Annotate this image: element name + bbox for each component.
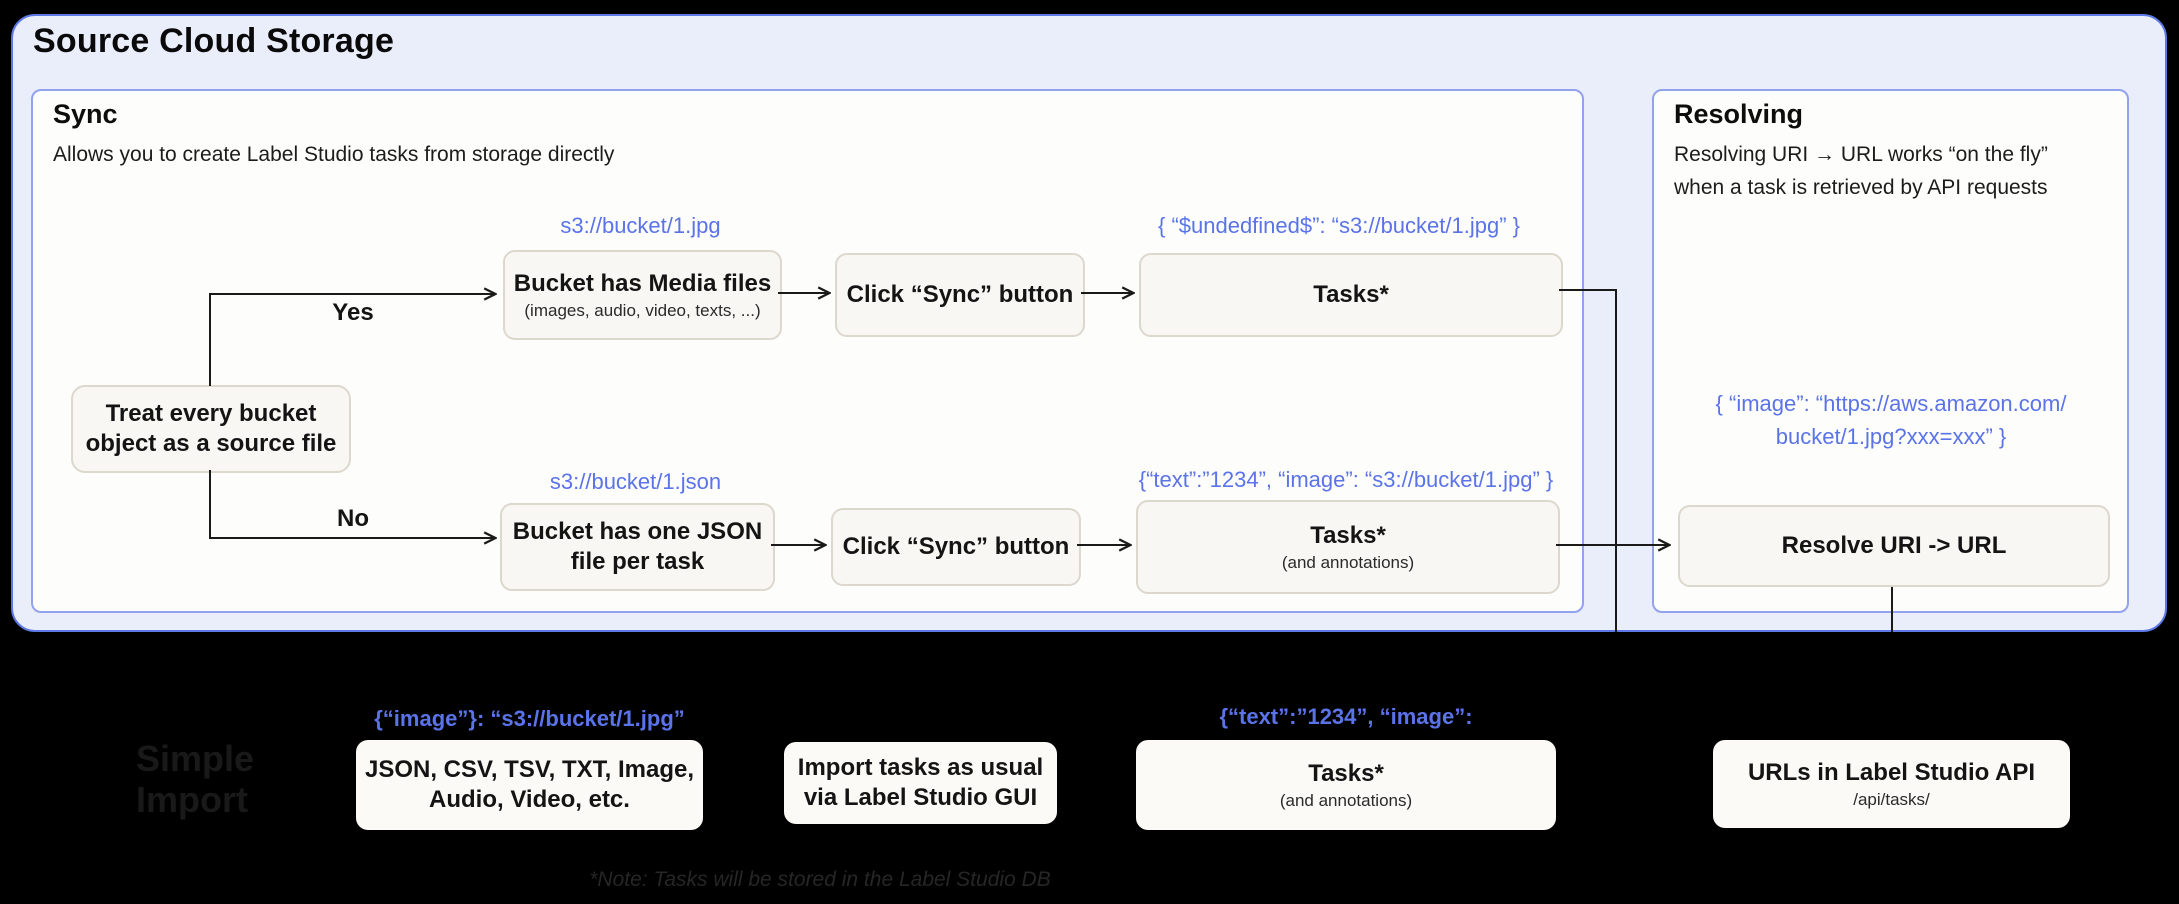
sync-panel: Sync Allows you to create Label Studio t… bbox=[31, 89, 1584, 613]
row1-click-sync-box: Click “Sync” button bbox=[835, 253, 1085, 337]
resolve-uri-box: Resolve URI -> URL bbox=[1678, 505, 2110, 587]
import-gui-box: Import tasks as usual via Label Studio G… bbox=[784, 742, 1057, 824]
row2-json-label: {“text”:”1234”, “image”: “s3://bucket/1.… bbox=[1138, 467, 1554, 492]
bottom-tasks-box: Tasks* (and annotations) bbox=[1136, 740, 1556, 830]
decision-box: Treat every bucket object as a source fi… bbox=[71, 385, 351, 473]
footnote: *Note: Tasks will be stored in the Label… bbox=[589, 868, 1051, 891]
row2-bucket-json-title: Bucket has one JSON file per task bbox=[512, 518, 763, 575]
source-cloud-storage-container: Source Cloud Storage Sync Allows you to … bbox=[11, 14, 2167, 632]
bottom-tasks-label: Tasks* bbox=[1308, 760, 1384, 787]
row1-json-label: { “$undedfined$”: “s3://bucket/1.jpg” } bbox=[1157, 213, 1520, 238]
row1-tasks-label: Tasks* bbox=[1313, 281, 1389, 308]
import-gui-label: Import tasks as usual via Label Studio G… bbox=[797, 754, 1044, 811]
no-branch-label: No bbox=[337, 505, 369, 532]
resolving-subtitle: Resolving URI → URL works “on the fly” w… bbox=[1674, 143, 2048, 199]
row2-tasks-label: Tasks* bbox=[1310, 522, 1386, 549]
api-urls-sub: /api/tasks/ bbox=[1853, 790, 1930, 809]
row1-bucket-media-title: Bucket has Media files bbox=[513, 270, 772, 297]
resolve-uri-label: Resolve URI -> URL bbox=[1781, 532, 2007, 559]
row2-bucket-json-box: Bucket has one JSON file per task bbox=[500, 503, 775, 591]
formats-box: JSON, CSV, TSV, TXT, Image, Audio, Video… bbox=[356, 740, 703, 830]
resolving-title: Resolving bbox=[1674, 99, 1804, 129]
row2-uri-label: s3://bucket/1.json bbox=[549, 469, 722, 494]
api-urls-label: URLs in Label Studio API bbox=[1747, 759, 2036, 786]
sync-subtitle: Allows you to create Label Studio tasks … bbox=[53, 143, 615, 166]
decision-box-label: Treat every bucket object as a source fi… bbox=[85, 400, 337, 457]
formats-json-label: {“image”}: “s3://bucket/1.jpg” bbox=[374, 706, 685, 731]
api-urls-box: URLs in Label Studio API /api/tasks/ bbox=[1713, 740, 2070, 828]
resolving-json-label: { “image”: “https://aws.amazon.com/ buck… bbox=[1715, 391, 2067, 449]
bottom-tasks-sub: (and annotations) bbox=[1279, 791, 1413, 810]
row1-uri-label: s3://bucket/1.jpg bbox=[560, 213, 721, 238]
row2-click-sync-box: Click “Sync” button bbox=[831, 508, 1081, 586]
row1-tasks-box: Tasks* bbox=[1139, 253, 1563, 337]
row1-bucket-media-sub: (images, audio, video, texts, ...) bbox=[524, 301, 761, 320]
row2-click-sync-label: Click “Sync” button bbox=[842, 533, 1070, 560]
row2-tasks-sub: (and annotations) bbox=[1281, 553, 1415, 572]
row1-click-sync-label: Click “Sync” button bbox=[846, 281, 1074, 308]
yes-branch-label: Yes bbox=[332, 299, 374, 326]
sync-title: Sync bbox=[53, 99, 118, 129]
row2-tasks-box: Tasks* (and annotations) bbox=[1136, 500, 1560, 594]
resolving-panel: Resolving Resolving URI → URL works “on … bbox=[1652, 89, 2129, 613]
page-title: Source Cloud Storage bbox=[33, 22, 395, 60]
formats-box-label: JSON, CSV, TSV, TXT, Image, Audio, Video… bbox=[364, 756, 694, 813]
row1-bucket-media-box: Bucket has Media files (images, audio, v… bbox=[503, 250, 782, 340]
simple-import-heading: Simple Import bbox=[136, 738, 255, 821]
